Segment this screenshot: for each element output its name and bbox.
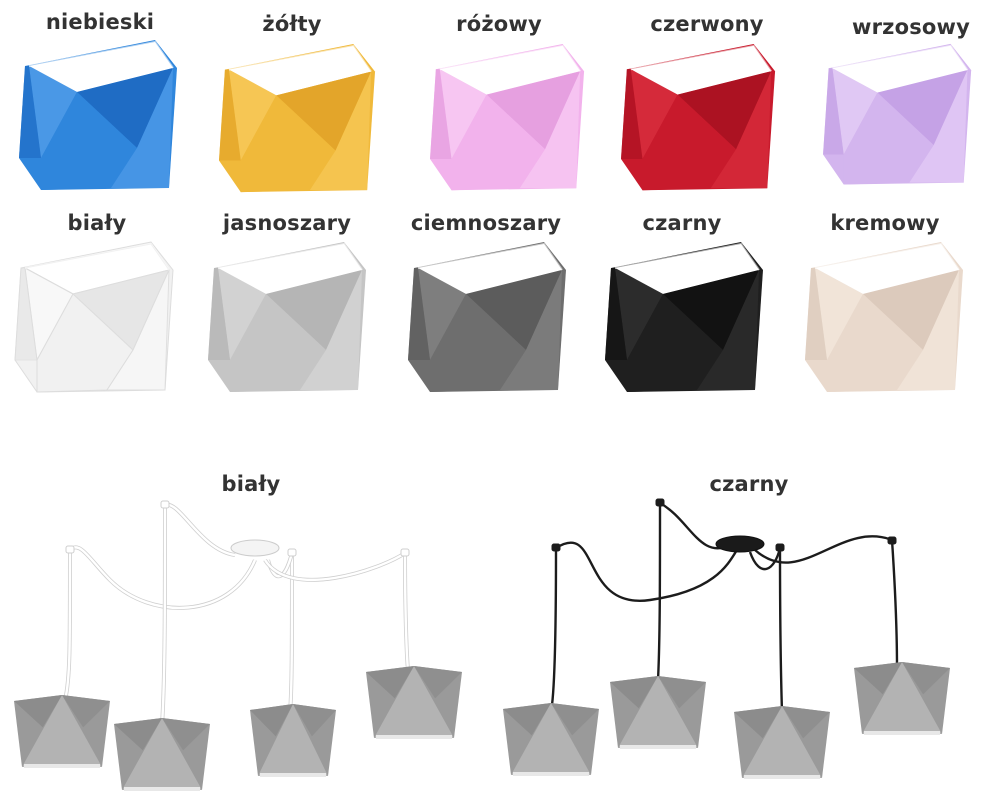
shade-swatch-czarny (600, 240, 772, 400)
pendant-shade (14, 695, 110, 768)
swatch-label-niebieski: niebieski (45, 10, 155, 34)
shade-bialy-graphic (14, 241, 174, 393)
pendant-cord (288, 552, 294, 713)
shade-swatch-ciemnoszary (404, 240, 574, 400)
swatch-label-ciemnoszary: ciemnoszary (410, 211, 562, 235)
pendant-cord (890, 539, 899, 669)
pendant-shade (114, 718, 210, 791)
black-pendant-lamp (503, 498, 950, 779)
pendant-shade (854, 662, 950, 735)
white-pendant-lamp (14, 500, 462, 791)
swatch-label-rozowy: różowy (456, 12, 542, 36)
pendant-cord (550, 547, 558, 706)
cord-outline (68, 545, 257, 610)
shade-swatch-rozowy (424, 42, 594, 198)
ceiling-hook (887, 536, 897, 545)
ceiling-hook (287, 548, 297, 557)
pendant-cord (656, 502, 662, 681)
swatch-label-czerwony: czerwony (650, 12, 764, 36)
shade-swatch-wrzosowy (814, 42, 984, 192)
swatch-label-jasnoszary: jasnoszary (222, 211, 352, 235)
ceiling-hook (160, 500, 170, 509)
pendant-cord (69, 546, 257, 610)
shade-czerwony-graphic (621, 43, 776, 191)
shade-swatch-kremowy (800, 240, 972, 400)
swatch-label-zolty: żółty (262, 12, 322, 36)
ceiling-hook (551, 543, 561, 552)
swatch-label-czarny: czarny (642, 211, 722, 235)
pendant-shade (503, 703, 599, 776)
pendant-shade (250, 704, 336, 777)
pendant-cord (778, 547, 784, 713)
shade-rozowy-graphic (430, 43, 585, 191)
pendant-cord (555, 541, 741, 602)
shade-niebieski-graphic (19, 40, 177, 190)
ceiling-canopy (715, 535, 765, 553)
shade-swatch-niebieski (14, 38, 186, 198)
swatch-label-bialy: biały (67, 211, 127, 235)
pendant-cord (748, 547, 782, 571)
ceiling-hook (65, 545, 75, 554)
ceiling-hook (400, 548, 410, 557)
cord-outline (164, 502, 236, 557)
lamp-label-bialy: biały (221, 472, 281, 496)
pendant-cord (263, 552, 406, 582)
pendant-cord (754, 535, 893, 564)
pendant-shade (366, 666, 462, 739)
shade-kremowy-graphic (805, 242, 963, 392)
shade-swatch-zolty (214, 42, 384, 200)
shade-czarny-graphic (605, 242, 763, 392)
ceiling-hook (655, 498, 665, 507)
shade-jasnoszary-graphic (208, 242, 366, 392)
swatch-label-kremowy: kremowy (830, 211, 940, 235)
shade-swatch-bialy (10, 240, 182, 400)
pendant-shade (610, 676, 706, 749)
shade-zolty-graphic (219, 43, 376, 193)
pendant-cord (403, 552, 410, 671)
pendant-cord (160, 504, 167, 726)
pendant-shade (734, 706, 830, 779)
swatch-label-wrzosowy: wrzosowy (851, 15, 971, 39)
shade-wrzosowy-graphic (823, 43, 972, 185)
ceiling-canopy (230, 539, 280, 557)
ceiling-hook (775, 543, 785, 552)
lamp-label-czarny: czarny (709, 472, 789, 496)
pendant-cord (164, 503, 236, 557)
shade-swatch-jasnoszary (204, 240, 374, 400)
shade-ciemnoszary-graphic (408, 242, 566, 392)
shade-swatch-czerwony (616, 42, 784, 198)
pendant-cord (63, 549, 72, 701)
